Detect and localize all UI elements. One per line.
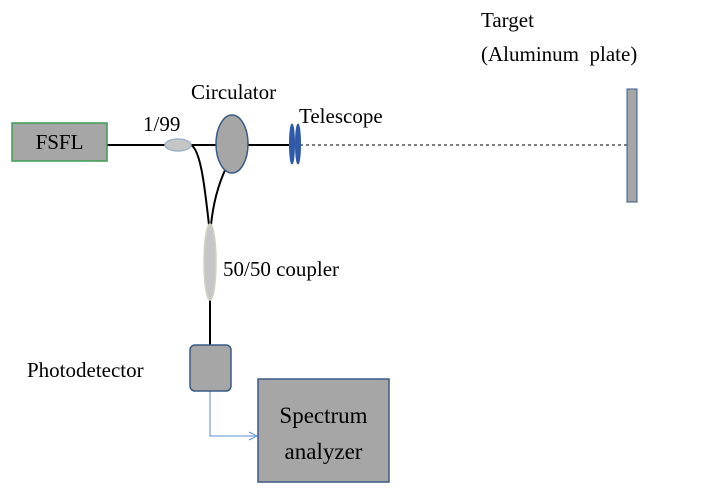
coupler-label: 50/50 coupler xyxy=(223,257,340,281)
fsfl-laser-box xyxy=(11,122,108,162)
photodetector-label: Photodetector xyxy=(27,358,144,382)
fiber-circulator-to-coupler xyxy=(210,167,227,226)
splitter-ratio-label: 1/99 xyxy=(143,112,181,136)
target-title-label: Target xyxy=(481,8,534,32)
signal-line-to-analyzer xyxy=(209,391,255,437)
spectrum-analyzer-line2: analyzer xyxy=(284,439,363,464)
spectrum-analyzer-line1: Spectrum xyxy=(279,403,368,428)
signal-arrowhead xyxy=(248,431,259,441)
circulator-label: Circulator xyxy=(191,80,277,104)
fsfl-label: FSFL xyxy=(35,129,84,154)
circulator xyxy=(215,114,249,174)
telescope-lens-2 xyxy=(295,123,301,165)
target-plate xyxy=(626,88,638,203)
fiber-splitter-to-coupler xyxy=(190,144,210,226)
telescope-label: Telescope xyxy=(299,104,383,128)
spectrum-analyzer-box xyxy=(257,378,390,483)
splitter-1-99 xyxy=(164,138,192,152)
coupler-50-50 xyxy=(203,223,217,301)
photodetector-box xyxy=(189,344,232,392)
target-detail-label: (Aluminum plate) xyxy=(481,42,638,66)
telescope-lens-1 xyxy=(289,123,295,165)
